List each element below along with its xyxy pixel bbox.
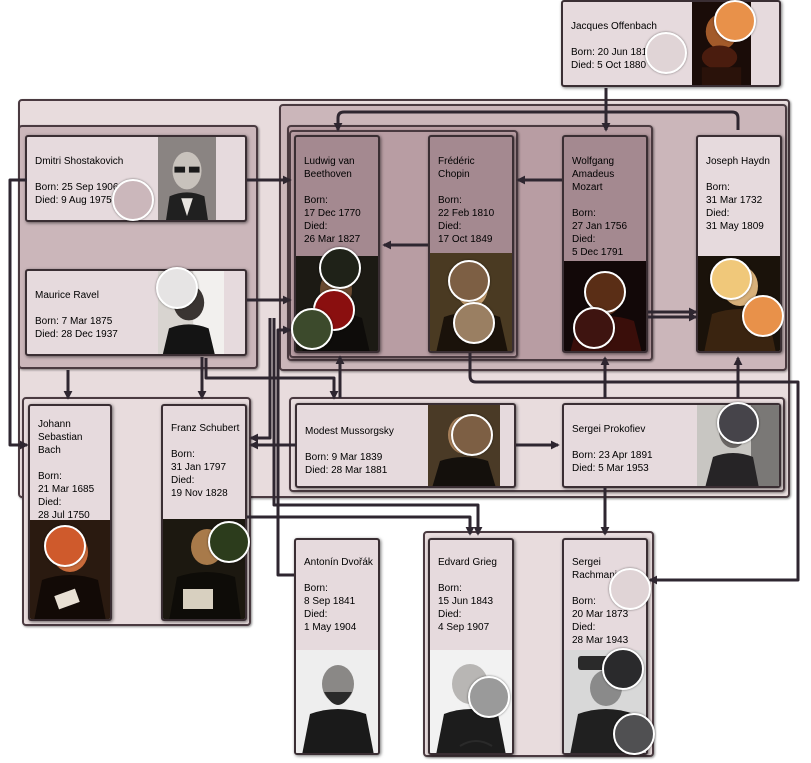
born-date: Born: 23 Apr 1891	[572, 450, 653, 461]
marker-circle	[319, 247, 361, 289]
born-date: Born: 20 Jun 1819	[571, 47, 653, 58]
composer-name: Edvard Grieg	[438, 557, 497, 568]
born-date: Born: 25 Sep 1906	[35, 182, 119, 193]
composer-name: Frédéric Chopin	[438, 156, 475, 180]
marker-circle	[602, 648, 644, 690]
death-date: Died: 28 Jul 1750	[38, 497, 90, 521]
born-date: Born: 20 Mar 1873	[572, 596, 629, 620]
composer-name: Antonín Dvořák	[304, 557, 373, 568]
death-date: Died: 1 May 1904	[304, 609, 357, 633]
marker-circle	[710, 258, 752, 300]
marker-circle	[208, 521, 250, 563]
born-date: Born: 7 Mar 1875	[35, 316, 113, 327]
death-date: Died: 17 Oct 1849	[438, 221, 493, 245]
death-date: Died: 31 May 1809	[706, 208, 764, 232]
composer-name: Joseph Haydn	[706, 156, 770, 167]
death-date: Died: 28 Dec 1937	[35, 329, 118, 340]
death-date: Died: 28 Mar 1881	[305, 465, 388, 476]
marker-circle	[717, 402, 759, 444]
born-date: Born: 22 Feb 1810	[438, 195, 495, 219]
born-date: Born: 15 Jun 1843	[438, 583, 494, 607]
death-date: Died: 5 Oct 1880	[571, 60, 647, 71]
marker-circle	[156, 267, 198, 309]
born-date: Born: 21 Mar 1685	[38, 471, 95, 495]
marker-circle	[613, 713, 655, 755]
born-date: Born: 31 Mar 1732	[706, 182, 763, 206]
composer-name: Franz Schubert	[171, 423, 240, 434]
death-date: Died: 9 Aug 1975	[35, 195, 112, 206]
marker-circle	[714, 0, 756, 42]
marker-circle	[742, 295, 784, 337]
marker-circle	[451, 414, 493, 456]
composer-name: Ludwig van Beethoven	[304, 156, 355, 180]
born-date: Born: 9 Mar 1839	[305, 452, 383, 463]
marker-circle	[291, 308, 333, 350]
composer-name: Johann Sebastian Bach	[38, 419, 83, 456]
death-date: Died: 5 Dec 1791	[572, 234, 624, 258]
death-date: Died: 19 Nov 1828	[171, 475, 228, 499]
portrait-photo	[158, 137, 216, 220]
death-date: Died: 5 Mar 1953	[572, 463, 649, 474]
marker-circle	[448, 260, 490, 302]
marker-circle	[584, 271, 626, 313]
born-date: Born: 31 Jan 1797	[171, 449, 227, 473]
portrait-photo	[296, 650, 378, 753]
composer-name: Dmitri Shostakovich	[35, 156, 124, 167]
composer-name: Jacques Offenbach	[571, 21, 657, 32]
born-date: Born: 8 Sep 1841	[304, 583, 356, 607]
marker-circle	[609, 568, 651, 610]
death-date: Died: 26 Mar 1827	[304, 221, 361, 245]
born-date: Born: 17 Dec 1770	[304, 195, 361, 219]
marker-circle	[573, 307, 615, 349]
death-date: Died: 4 Sep 1907	[438, 609, 490, 633]
marker-circle	[468, 676, 510, 718]
marker-circle	[645, 32, 687, 74]
marker-circle	[112, 179, 154, 221]
born-date: Born: 27 Jan 1756	[572, 208, 628, 232]
death-date: Died: 28 Mar 1943	[572, 622, 629, 646]
composer-name: Maurice Ravel	[35, 290, 99, 301]
marker-circle	[453, 302, 495, 344]
composer-name: Wolfgang Amadeus Mozart	[572, 156, 615, 193]
marker-circle	[44, 525, 86, 567]
